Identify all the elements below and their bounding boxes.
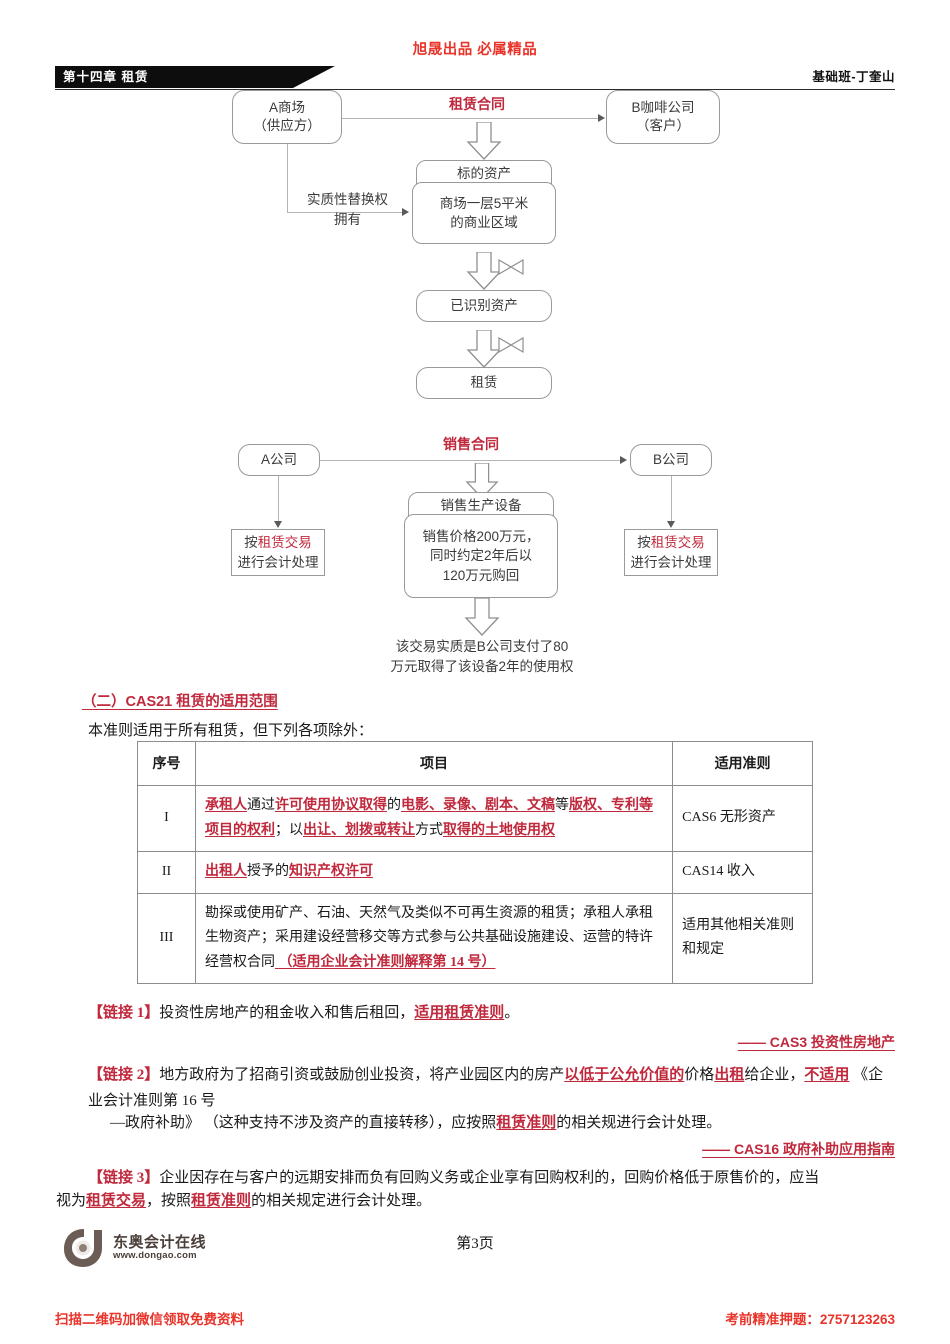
- row-item: 出租人授予的知识产权许可: [194, 851, 674, 894]
- sale-body-line2: 同时约定2年后以: [429, 548, 532, 564]
- treatment-a-line1: 按租赁交易: [244, 533, 312, 553]
- treatment-a-line2: 进行会计处理: [237, 554, 319, 570]
- logo-brand-cn: 东奥会计在线: [113, 1234, 207, 1252]
- diagram1-asset-body: 商场一层5平米 的商业区域: [412, 182, 556, 244]
- page-number: 第3页: [456, 1236, 494, 1252]
- diagram2-contract-line: [320, 460, 622, 461]
- substitution-line1: 实质性替换权: [307, 192, 388, 207]
- diagram2-company-b-node: B公司: [630, 444, 712, 476]
- sale-body-line3: 120万元购回: [442, 567, 520, 583]
- link-3-paragraph-cont: 视为租赁交易，按照租赁准则的相关规定进行会计处理。: [56, 1193, 432, 1209]
- diagram1-contract-label: 租赁合同: [449, 96, 505, 112]
- treatment-a-highlight: 租赁交易: [257, 534, 312, 550]
- link-3-paragraph: 【链接 3】企业因存在与客户的远期安排而负有回购义务或企业享有回购权利的，回购价…: [88, 1170, 820, 1186]
- asset-body-line1: 商场一层5平米: [439, 195, 529, 211]
- scope-exclusions-table: 序号 项目 适用准则 I 承租人通过许可使用协议取得的电影、录像、剧本、文稿等版…: [137, 741, 813, 984]
- conclusion-line1: 该交易实质是B公司支付了80: [395, 639, 569, 654]
- diagram2-company-a-node: A公司: [238, 444, 320, 476]
- table-header-row: 序号 项目 适用准则: [137, 741, 813, 786]
- diagram1-contract-line: [342, 118, 600, 119]
- row-criterion: CAS14 收入: [672, 851, 813, 894]
- row-item: 承租人通过许可使用协议取得的电影、录像、剧本、文稿等版权、专利等项目的权利；以出…: [194, 785, 674, 852]
- diagram2-contract-label: 销售合同: [443, 436, 499, 452]
- diagram1-substitution-hline: [287, 212, 405, 213]
- link-1-paragraph: 【链接 1】投资性房地产的租金收入和售后租回，适用租赁准则。: [88, 1005, 520, 1021]
- diagram2-conclusion: 该交易实质是B公司支付了80 万元取得了该设备2年的使用权: [310, 637, 654, 678]
- diagram1-blockarrow-2: [466, 252, 502, 290]
- diagram1-supplier-node: A商场 （供应方）: [232, 90, 342, 144]
- diagram1-substitution-label: 实质性替换权 拥有: [290, 190, 405, 229]
- diagram1-blockarrow-1: [466, 122, 502, 160]
- treatment-b-prefix: 按: [637, 534, 651, 550]
- diagram2-a-arrowhead: [274, 521, 282, 528]
- course-label: 基础班-丁奎山: [812, 70, 895, 84]
- row-criterion: 适用其他相关准则和规定: [672, 892, 813, 984]
- link-2-source: —— CAS16 政府补助应用指南: [702, 1139, 895, 1159]
- table-body: I 承租人通过许可使用协议取得的电影、录像、剧本、文稿等版权、专利等项目的权利；…: [137, 785, 813, 984]
- row-index: I: [137, 785, 196, 852]
- table-row: II 出租人授予的知识产权许可 CAS14 收入: [137, 851, 813, 894]
- diagram1-substitution-vline: [287, 144, 288, 212]
- footer-right-note: 考前精准押题：2757123263: [725, 1312, 895, 1327]
- table-row: III 勘探或使用矿产、石油、天然气及类似不可再生资源的租赁；承租人承租生物资产…: [137, 892, 813, 984]
- diagram1-customer-node: B咖啡公司 （客户）: [606, 90, 720, 144]
- diagram2-blockarrow-2: [464, 598, 500, 636]
- diagram2-b-vline: [671, 476, 672, 524]
- diagram1-contract-arrowhead: [598, 114, 605, 122]
- table-row: I 承租人通过许可使用协议取得的电影、录像、剧本、文稿等版权、专利等项目的权利；…: [137, 785, 813, 852]
- logo-brand-url: www.dongao.com: [113, 1249, 197, 1261]
- table-header-index: 序号: [137, 741, 196, 786]
- customer-line2: （客户）: [636, 118, 690, 133]
- supplier-line1: A商场: [268, 100, 305, 116]
- diagram2-contract-arrowhead: [620, 456, 627, 464]
- diagram2-b-arrowhead: [667, 521, 675, 528]
- link-2-paragraph: 【链接 2】地方政府为了招商引资或鼓励创业投资，将产业园区内的房产以低于公允价值…: [88, 1067, 884, 1110]
- diagram1-bowtie-icon-2: [498, 336, 524, 354]
- row-item: 勘探或使用矿产、石油、天然气及类似不可再生资源的租赁；承租人承租生物资产；采用建…: [194, 892, 674, 984]
- top-watermark: 旭晟出品 必属精品: [412, 42, 538, 58]
- section-intro: 本准则适用于所有租赁，但下列各项除外：: [88, 723, 374, 739]
- footer-left-note: 扫描二维码加微信领取免费资料: [55, 1312, 244, 1327]
- diagram2-sale-caption: 销售生产设备: [408, 492, 554, 516]
- diagram2-treatment-b-box: 按租赁交易 进行会计处理: [624, 529, 718, 576]
- diagram1-substitution-arrowhead: [402, 208, 409, 216]
- diagram2-treatment-a-box: 按租赁交易 进行会计处理: [231, 529, 325, 576]
- diagram1-bowtie-icon-1: [498, 258, 524, 276]
- link-1-source: —— CAS3 投资性房地产: [738, 1032, 895, 1052]
- treatment-b-line1: 按租赁交易: [637, 533, 705, 553]
- sale-body-line1: 销售价格200万元，: [422, 529, 540, 545]
- asset-body-line2: 的商业区域: [450, 215, 518, 230]
- conclusion-line2: 万元取得了该设备2年的使用权: [390, 659, 574, 675]
- diagram1-identified-asset-node: 已识别资产: [416, 290, 552, 322]
- diagram2-blockarrow-1: [465, 463, 499, 499]
- chapter-banner: 第十四章 租赁: [55, 66, 335, 88]
- supplier-line2: （供应方）: [253, 118, 321, 133]
- table-header-criterion: 适用准则: [672, 741, 813, 786]
- header-divider: [55, 89, 895, 90]
- treatment-b-highlight: 租赁交易: [650, 534, 705, 550]
- dongao-logo-icon: [64, 1229, 102, 1267]
- diagram2-sale-body: 销售价格200万元， 同时约定2年后以 120万元购回: [404, 514, 558, 598]
- diagram1-blockarrow-3: [466, 330, 502, 368]
- row-criterion: CAS6 无形资产: [672, 785, 813, 852]
- link-2-paragraph-cont: —政府补助》 （这种支持不涉及资产的直接转移），应按照租赁准则的相关规进行会计处…: [110, 1115, 722, 1131]
- treatment-a-prefix: 按: [244, 534, 258, 550]
- dongao-logo: 东奥会计在线 www.dongao.com: [62, 1224, 232, 1272]
- diagram2-a-vline: [278, 476, 279, 524]
- dongao-logo-text: 东奥会计在线 www.dongao.com: [113, 1235, 206, 1261]
- link-2-source-text: —— CAS16 政府补助应用指南: [702, 1141, 895, 1157]
- row-index: III: [137, 892, 196, 984]
- substitution-line2: 拥有: [334, 211, 361, 227]
- section-heading: （二）CAS21 租赁的适用范围: [82, 694, 278, 710]
- link-1-source-text: —— CAS3 投资性房地产: [737, 1034, 895, 1050]
- table-header-item: 项目: [194, 741, 674, 786]
- treatment-b-line2: 进行会计处理: [630, 554, 712, 570]
- diagram1-lease-node: 租赁: [416, 367, 552, 399]
- row-index: II: [137, 851, 196, 894]
- customer-line1: B咖啡公司: [631, 100, 695, 116]
- diagram1-asset-caption: 标的资产: [416, 160, 552, 184]
